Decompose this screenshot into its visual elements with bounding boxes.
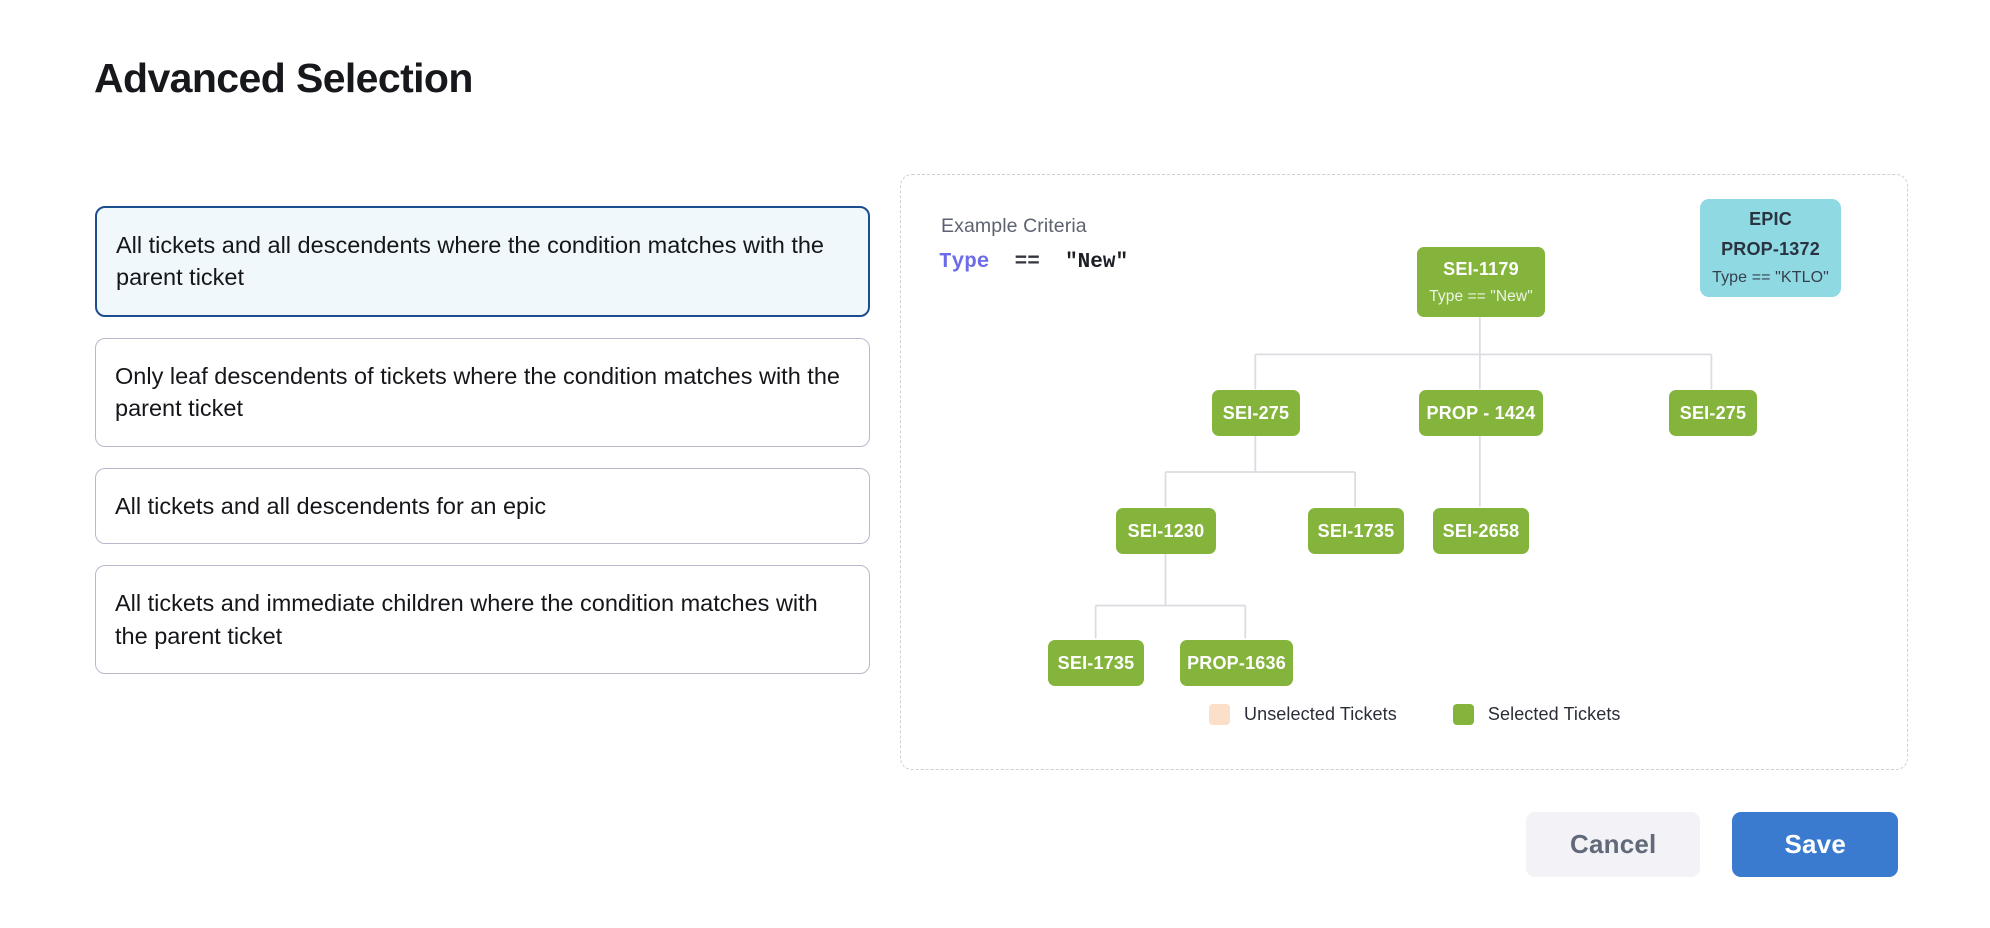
criteria-expression: Type == "New" bbox=[939, 251, 1128, 274]
tree-node-prop-1424[interactable]: PROP - 1424 bbox=[1419, 390, 1543, 436]
legend-label: Unselected Tickets bbox=[1244, 704, 1397, 724]
tree-node-sei-1735-mid[interactable]: SEI-1735 bbox=[1308, 508, 1404, 554]
option-label: All tickets and immediate children where… bbox=[115, 590, 818, 649]
legend-swatch-unselected-icon bbox=[1209, 704, 1230, 725]
criteria-operator: == bbox=[1014, 251, 1040, 274]
page-title: Advanced Selection bbox=[94, 55, 473, 101]
option-label: Only leaf descendents of tickets where t… bbox=[115, 362, 840, 422]
epic-condition: Type == "KTLO" bbox=[1712, 269, 1829, 286]
node-label: SEI-275 bbox=[1679, 402, 1747, 423]
save-button[interactable]: Save bbox=[1732, 812, 1898, 877]
option-label: All tickets and all descendents where th… bbox=[116, 232, 825, 291]
node-condition: Type == "New" bbox=[1429, 287, 1533, 305]
node-label: PROP-1636 bbox=[1187, 652, 1286, 673]
legend-item-unselected: Unselected Tickets bbox=[1209, 704, 1397, 725]
legend-swatch-selected-icon bbox=[1452, 704, 1474, 725]
epic-ticket-id: PROP-1372 bbox=[1721, 239, 1820, 259]
node-label: SEI-1735 bbox=[1057, 652, 1135, 673]
criteria-keyword: Type bbox=[939, 251, 990, 274]
legend-item-selected: Selected Tickets bbox=[1452, 704, 1621, 725]
tree-node-sei-275-right[interactable]: SEI-275 bbox=[1669, 390, 1757, 436]
tree-node-sei-2658[interactable]: SEI-2658 bbox=[1433, 508, 1529, 554]
criteria-label: Example Criteria bbox=[941, 215, 1087, 237]
dialog-footer: Cancel Save bbox=[1526, 812, 1898, 877]
selection-options-list: All tickets and all descendents where th… bbox=[95, 206, 870, 674]
node-label: SEI-1230 bbox=[1127, 520, 1205, 541]
node-label: SEI-1179 bbox=[1443, 258, 1519, 279]
option-card-all-descendents-condition[interactable]: All tickets and all descendents where th… bbox=[95, 206, 870, 317]
tree-node-prop-1636[interactable]: PROP-1636 bbox=[1180, 640, 1293, 686]
node-label: SEI-275 bbox=[1222, 402, 1290, 423]
tree-node-sei-275-left[interactable]: SEI-275 bbox=[1212, 390, 1300, 436]
option-label: All tickets and all descendents for an e… bbox=[115, 492, 547, 519]
tree-node-sei-1179[interactable]: SEI-1179 Type == "New" bbox=[1417, 247, 1545, 317]
criteria-value: "New" bbox=[1065, 251, 1129, 274]
option-card-all-descendents-epic[interactable]: All tickets and all descendents for an e… bbox=[95, 467, 870, 545]
node-label: SEI-1735 bbox=[1317, 520, 1395, 541]
cancel-button[interactable]: Cancel bbox=[1526, 812, 1701, 877]
epic-kind-label: EPIC bbox=[1749, 209, 1792, 229]
example-diagram-panel: Example Criteria Type == "New" bbox=[900, 174, 1908, 770]
option-card-immediate-children-condition[interactable]: All tickets and immediate children where… bbox=[95, 565, 870, 674]
legend-label: Selected Tickets bbox=[1487, 704, 1621, 724]
tree-node-sei-1735-leaf[interactable]: SEI-1735 bbox=[1048, 640, 1144, 686]
tree-node-sei-1230[interactable]: SEI-1230 bbox=[1116, 508, 1216, 554]
node-label: PROP - 1424 bbox=[1426, 402, 1536, 423]
node-label: SEI-2658 bbox=[1442, 520, 1520, 541]
tree-node-epic-prop-1372[interactable]: EPIC PROP-1372 Type == "KTLO" bbox=[1700, 199, 1841, 297]
diagram-legend: Unselected Tickets Selected Tickets bbox=[1209, 704, 1621, 725]
option-card-leaf-descendents-condition[interactable]: Only leaf descendents of tickets where t… bbox=[95, 337, 870, 447]
